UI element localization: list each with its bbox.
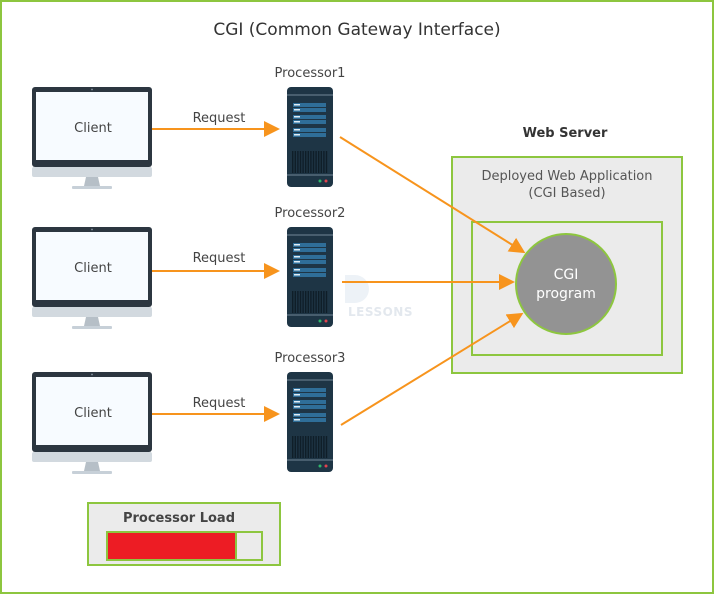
processor-load-bar [106,531,263,561]
processor-load-panel: Processor Load [87,502,281,566]
cgi-program-line1: CGI [553,267,579,283]
diagram-title: CGI (Common Gateway Interface) [213,20,501,40]
cgi-program-circle [515,233,617,335]
client-2-label: Client [74,261,112,276]
request-2-label: Request [192,251,246,266]
processor-server-icon [287,87,333,187]
processor3-to-cgi-arrow [340,312,524,426]
client-monitor-icon [32,227,152,329]
client-3-label: Client [74,406,112,421]
processor-server-icon [287,372,333,472]
request-3-label: Request [192,396,246,411]
processor-server-icon [287,227,333,327]
processor-2-label: Processor2 [274,206,346,221]
processor1-to-cgi-arrow [339,136,526,254]
client-1-label: Client [74,121,112,136]
client-monitor-icon [32,87,152,189]
processor-1-label: Processor1 [274,66,346,81]
processor-load-title: Processor Load [122,511,236,526]
watermark-text: LESSONS [348,305,413,319]
cgi-program-label: CGI program [516,266,616,304]
watermark-logo [345,275,369,303]
processor-load-fill [108,533,237,559]
request-1-label: Request [192,111,246,126]
client-monitor-icon [32,372,152,474]
deployed-app-line1: Deployed Web Application [481,169,653,184]
web-server-label: Web Server [522,126,608,141]
cgi-program-line2: program [536,286,596,302]
processor-3-label: Processor3 [274,351,346,366]
deployed-app-label: Deployed Web Application (CGI Based) [452,168,682,202]
deployed-app-line2: (CGI Based) [528,186,606,201]
